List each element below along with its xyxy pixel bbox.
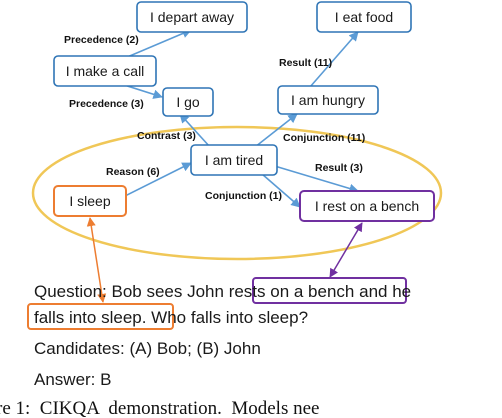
- node-eat-food: I eat food: [316, 1, 412, 33]
- node-make-a-call: I make a call: [53, 55, 157, 87]
- svg-text:I am tired: I am tired: [205, 152, 263, 168]
- edge-label-result-11: Result (11): [279, 57, 332, 69]
- edge-label-precedence-3: Precedence (3): [69, 98, 144, 110]
- answer-text: Answer: B: [34, 370, 111, 389]
- edge-label-reason-6: Reason (6): [106, 166, 160, 178]
- highlight-rests-on-bench: [252, 277, 407, 304]
- candidates-text: Candidates: (A) Bob; (B) John: [34, 339, 261, 358]
- svg-text:I eat food: I eat food: [335, 9, 393, 25]
- edge-tired-bench: [267, 163, 359, 194]
- svg-text:I make a call: I make a call: [66, 63, 145, 79]
- question-highlight-bench: rests on a bench: [229, 282, 355, 301]
- edge-tired-bench-conjunction: [261, 173, 301, 208]
- grounding-arrow-sleep: [86, 217, 107, 303]
- node-sleep: I sleep: [53, 185, 127, 217]
- svg-text:I depart away: I depart away: [150, 9, 234, 25]
- edge-label-contrast-3: Contrast (3): [137, 130, 196, 142]
- node-depart-away: I depart away: [136, 1, 248, 33]
- svg-text:I am hungry: I am hungry: [291, 92, 365, 108]
- edge-label-conjunction-11: Conjunction (11): [283, 132, 365, 144]
- edge-label-precedence-2: Precedence (2): [64, 34, 139, 46]
- grounding-arrow-bench: [329, 222, 363, 278]
- subgraph-ellipse: [31, 125, 443, 261]
- edge-label-result-3: Result (3): [315, 162, 363, 174]
- edge-tired-hungry: [254, 113, 298, 148]
- edge-call-depart: [124, 28, 192, 59]
- question-line-2: falls into sleep. Who falls into sleep?: [34, 308, 308, 327]
- edge-hungry-food: [309, 31, 359, 88]
- question-highlight-sleep: falls into sleep.: [34, 308, 146, 327]
- question-line-1: Question: Bob sees John rests on a bench…: [34, 282, 411, 301]
- svg-text:I rest on a bench: I rest on a bench: [315, 198, 419, 214]
- node-am-hungry: I am hungry: [277, 85, 379, 115]
- edge-sleep-tired: [124, 162, 192, 197]
- edge-label-conjunction-1: Conjunction (1): [205, 190, 282, 202]
- caption-fragment: re 1: CIKQA demonstration. Models nee: [0, 398, 319, 418]
- edge-tired-go: [179, 113, 211, 148]
- node-rest-on-bench: I rest on a bench: [299, 190, 435, 222]
- node-am-tired: I am tired: [190, 144, 278, 176]
- highlight-falls-into-sleep: [27, 303, 174, 330]
- svg-text:I sleep: I sleep: [69, 193, 110, 209]
- svg-text:I go: I go: [176, 94, 200, 110]
- node-go: I go: [162, 87, 214, 117]
